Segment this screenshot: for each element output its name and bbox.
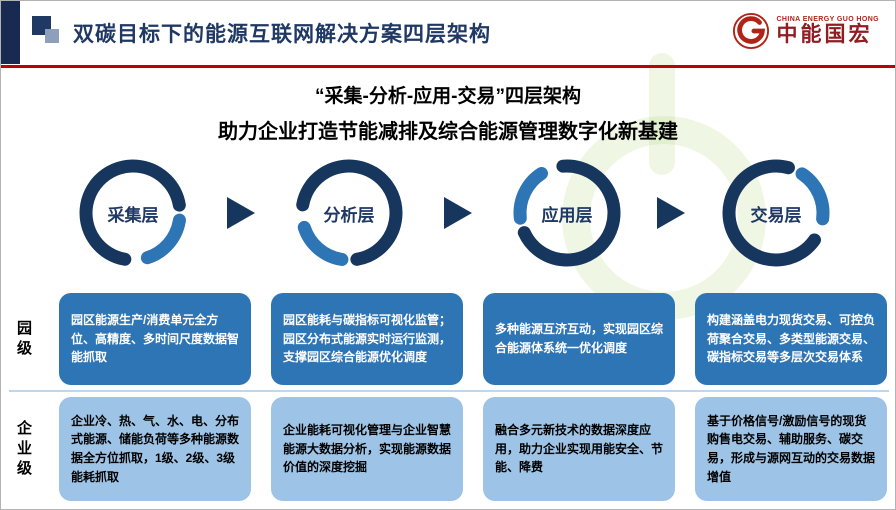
cell-text: 多种能源互济互动，实现园区综合能源体系统一优化调度 [495, 322, 664, 355]
enterprise-cell-collect: 企业冷、热、气、水、电、分布式能源、储能负荷等多种能源数据全方位抓取，1级、2级… [59, 397, 251, 501]
layer-circle-apply: 应用层 [511, 157, 623, 269]
cell-text: 构建涵盖电力现货交易、可控负荷聚合交易、多类型能源交易、碳指标交易等多层次交易体… [707, 313, 876, 365]
cell-text: 园区能源生产/消费单元全方位、高精度、多时间尺度数据智能抓取 [71, 313, 240, 365]
layer-label-collect: 采集层 [107, 205, 159, 225]
header-divider-line [1, 65, 895, 68]
cell-text: 基于价格信号/激励信号的现货购售电交易、辅助服务、碳交易，形成与源网互动的交易数… [707, 413, 876, 484]
cell-text: 企业冷、热、气、水、电、分布式能源、储能负荷等多种能源数据全方位抓取，1级、2级… [71, 413, 240, 484]
row-label-park: 园级 [16, 320, 32, 357]
company-logo-icon [733, 12, 770, 50]
layer-circle-trade: 交易层 [720, 157, 832, 269]
layer-circle-collect: 采集层 [77, 157, 189, 269]
title-squares-icon [32, 16, 64, 48]
subtitle-block: “采集-分析-应用-交易”四层架构 助力企业打造节能减排及综合能源管理数字化新基… [1, 81, 895, 144]
park-cell-trade: 构建涵盖电力现货交易、可控负荷聚合交易、多类型能源交易、碳指标交易等多层次交易体… [695, 293, 887, 385]
circle-arc-icon [79, 159, 187, 267]
park-cell-apply: 多种能源互济互动，实现园区综合能源体系统一优化调度 [483, 293, 675, 385]
arrow-right-icon [657, 197, 685, 229]
subtitle-line-1: “采集-分析-应用-交易”四层架构 [315, 86, 581, 107]
rows-divider-line [9, 390, 889, 392]
enterprise-cell-analyze: 企业能耗可视化管理与企业智慧能源大数据分析，实现能源数据价值的深度挖掘 [271, 397, 463, 501]
cell-text: 企业能耗可视化管理与企业智慧能源大数据分析，实现能源数据价值的深度挖掘 [283, 423, 452, 475]
circle-arc-icon [295, 159, 403, 267]
header-accent-bar [1, 1, 20, 64]
layer-label-trade: 交易层 [750, 205, 802, 225]
park-cell-collect: 园区能源生产/消费单元全方位、高精度、多时间尺度数据智能抓取 [59, 293, 251, 385]
company-name-cn: 中能国宏 [776, 23, 873, 47]
cell-text: 园区能耗与碳指标可视化监管；园区分布式能源实时运行监测，支撑园区综合能源优化调度 [283, 313, 452, 365]
layer-circle-analyze: 分析层 [293, 157, 405, 269]
layer-label-analyze: 分析层 [323, 205, 375, 225]
row-label-enterprise: 企业级 [16, 420, 32, 477]
enterprise-cell-trade: 基于价格信号/激励信号的现货购售电交易、辅助服务、碳交易，形成与源网互动的交易数… [695, 397, 887, 501]
square-light-icon [45, 29, 59, 43]
cell-text: 融合多元新技术的数据深度应用，助力企业实现用能安全、节能、降费 [495, 423, 664, 475]
page-title: 双碳目标下的能源互联网解决方案四层架构 [73, 23, 491, 46]
circle-arc-icon [513, 159, 621, 267]
company-logo-text: CHINA ENERGY GUO HONG 中能国宏 [776, 16, 879, 47]
company-name-en: CHINA ENERGY GUO HONG [776, 15, 879, 23]
header: 双碳目标下的能源互联网解决方案四层架构 CHINA ENERGY GUO HON… [1, 1, 895, 65]
subtitle-line-2: 助力企业打造节能减排及综合能源管理数字化新基建 [218, 121, 678, 143]
arrow-right-icon [227, 197, 255, 229]
park-cell-analyze: 园区能耗与碳指标可视化监管；园区分布式能源实时运行监测，支撑园区综合能源优化调度 [271, 293, 463, 385]
circle-arc-icon [722, 159, 830, 267]
enterprise-cell-apply: 融合多元新技术的数据深度应用，助力企业实现用能安全、节能、降费 [483, 397, 675, 501]
layer-label-apply: 应用层 [541, 205, 593, 225]
arrow-right-icon [444, 197, 472, 229]
company-logo: CHINA ENERGY GUO HONG 中能国宏 [732, 12, 879, 50]
